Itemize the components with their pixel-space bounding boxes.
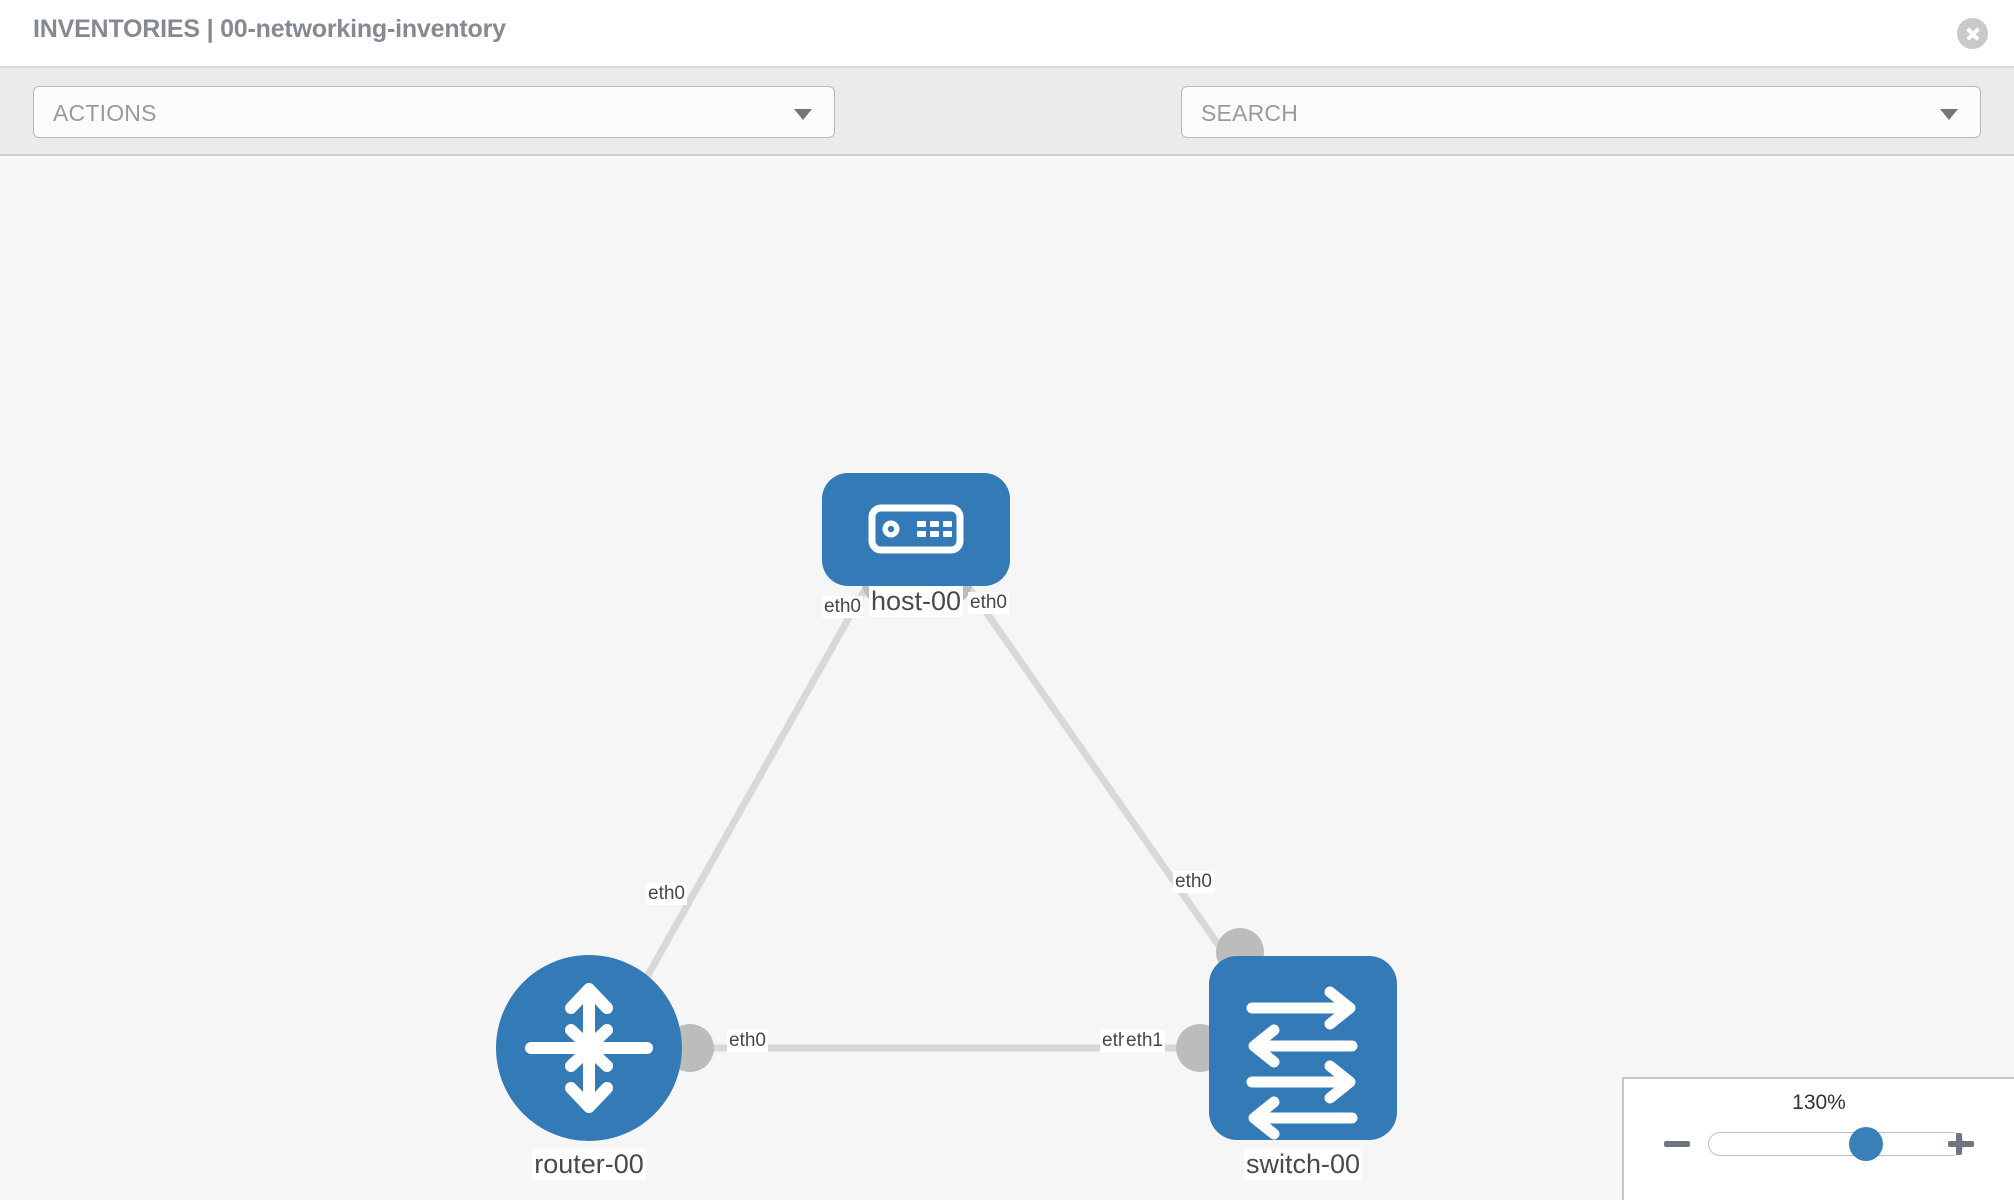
interface-label[interactable]: eth0 (646, 883, 687, 905)
minus-icon[interactable] (1662, 1129, 1692, 1159)
switch-arrows-icon (1246, 986, 1358, 1140)
interface-label[interactable]: eth0 (727, 1030, 768, 1052)
chevron-down-icon (1940, 109, 1958, 120)
page-header: INVENTORIES | 00-networking-inventory (0, 0, 2014, 68)
node-label-switch[interactable]: switch-00 (1243, 1149, 1363, 1180)
node-label-router[interactable]: router-00 (532, 1149, 646, 1180)
server-icon (868, 504, 964, 554)
zoom-slider-thumb[interactable] (1849, 1127, 1884, 1161)
interface-label[interactable]: eth0 (1173, 871, 1214, 893)
node-switch-00[interactable] (1209, 956, 1397, 1140)
zoom-control-panel: 130% (1622, 1077, 2014, 1200)
toolbar: ACTIONS SEARCH (0, 68, 2014, 200)
actions-dropdown[interactable]: ACTIONS (33, 86, 835, 138)
search-input[interactable]: SEARCH (1181, 86, 1981, 138)
chevron-down-icon (794, 109, 812, 120)
interface-label[interactable]: eth0 (968, 592, 1009, 614)
zoom-percent-label: 130% (1792, 1091, 1846, 1114)
actions-dropdown-label: ACTIONS (53, 100, 157, 126)
zoom-slider[interactable] (1708, 1127, 1964, 1161)
node-router-00[interactable] (496, 955, 682, 1141)
plus-icon[interactable] (1946, 1129, 1976, 1159)
node-host-00[interactable] (822, 473, 1010, 586)
router-arrows-icon (525, 983, 653, 1113)
search-placeholder: SEARCH (1201, 100, 1299, 126)
interface-label[interactable]: eth0 (822, 596, 863, 618)
link-host-switch (951, 563, 1271, 1019)
node-label-host[interactable]: host-00 (868, 586, 964, 617)
link-host-router (621, 564, 882, 1018)
page-title: INVENTORIES | 00-networking-inventory (33, 15, 506, 43)
link-endpoint-layer (666, 558, 1264, 1072)
link-layer (621, 563, 1271, 1052)
close-icon[interactable] (1957, 18, 1988, 49)
interface-label[interactable]: eth1 (1124, 1030, 1165, 1052)
topology-graph (496, 473, 1397, 1141)
topology-canvas[interactable]: eth0 eth0 eth0 eth0 eth0 eth0 eth1 host-… (0, 156, 2014, 1200)
